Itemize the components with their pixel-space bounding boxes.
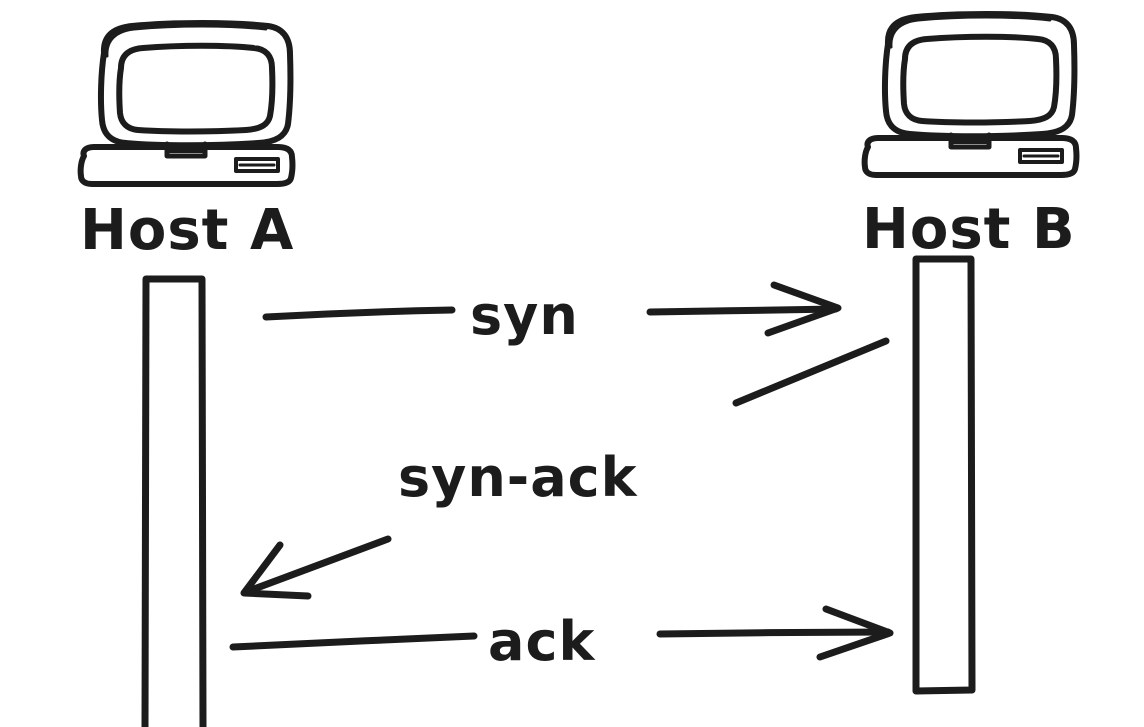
lifeline-host-a [141, 275, 207, 727]
host-b-label: Host B [862, 197, 1076, 262]
lifeline-host-b [912, 255, 976, 695]
message-arrow-syn-ack [240, 337, 890, 600]
message-arrow-syn [262, 281, 842, 337]
message-label-ack: ack [488, 610, 595, 673]
message-label-syn: syn [470, 284, 579, 347]
host-a-label: Host A [80, 198, 294, 263]
desktop-computer-icon-host-b [861, 11, 1080, 178]
message-label-syn-ack: syn-ack [398, 446, 638, 509]
desktop-computer-icon-host-a [77, 20, 296, 187]
message-arrow-ack [229, 605, 894, 661]
